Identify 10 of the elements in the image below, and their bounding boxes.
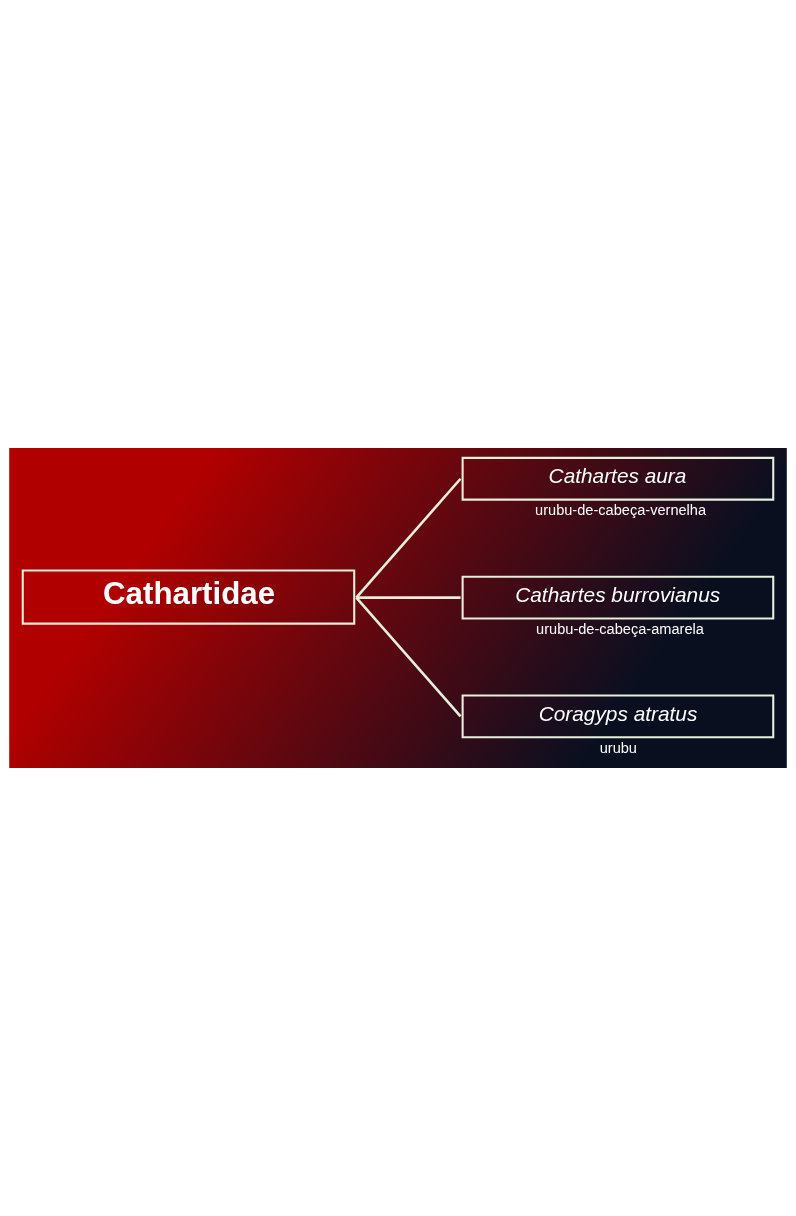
node-label: urubu-de-cabeça-amarela xyxy=(536,621,704,638)
node-box: Cathartes burrovianus xyxy=(461,575,775,620)
connector xyxy=(355,596,462,718)
node-box: Coragyps atratus xyxy=(461,694,775,739)
connector xyxy=(355,477,462,599)
connector xyxy=(356,596,461,599)
node-label: urubu-de-cabeça-vernelha xyxy=(535,502,707,519)
node-label: urubu xyxy=(599,740,637,757)
node-box: Cathartidae xyxy=(21,569,356,625)
node-box: Cathartes aura xyxy=(461,456,775,501)
